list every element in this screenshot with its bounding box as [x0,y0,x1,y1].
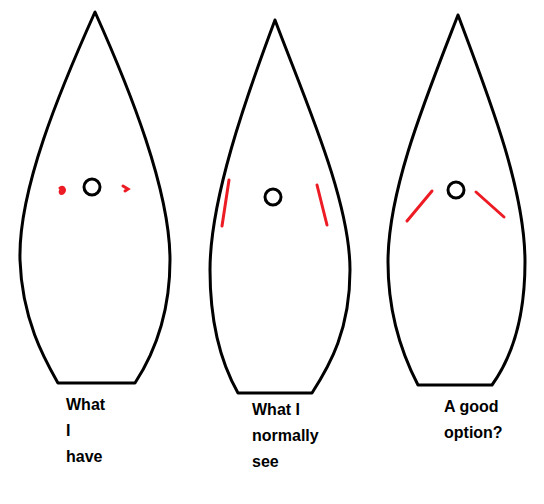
red-mark [60,187,64,193]
fin-shape: What I normally see [200,0,360,490]
red-mark [476,192,504,217]
shape-caption: A good option? [444,394,503,446]
fin-shape: A good option? [378,0,538,480]
red-mark [123,186,128,191]
red-mark [407,191,432,221]
hole [265,189,281,205]
fin-outline-path [388,15,525,385]
shape-caption: What I have [66,392,105,470]
red-mark [317,185,327,225]
fin-outline-path [210,20,350,393]
shape-caption: What I normally see [252,397,319,475]
red-mark [222,180,229,226]
hole [84,179,100,195]
fin-outline-path [20,12,170,383]
hole [448,182,464,198]
fin-shape: What I have [10,0,180,480]
